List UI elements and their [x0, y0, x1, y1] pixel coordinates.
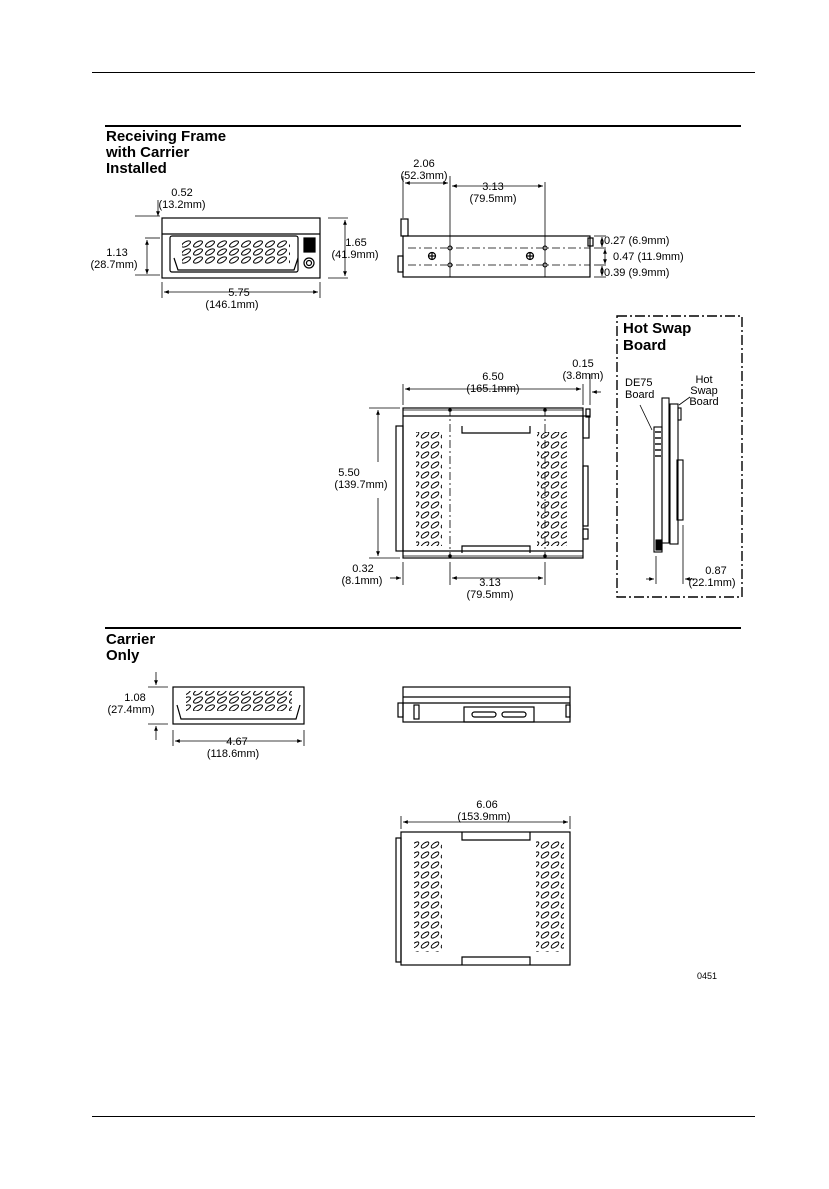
- footer-rule: [92, 1116, 755, 1117]
- dim-side-top-to-hole: 0.27 (6.9mm): [604, 235, 669, 247]
- dim-top-edge-to-hole: 0.32: [352, 563, 373, 575]
- dim-side-hole-spacing: 3.13: [482, 181, 503, 193]
- dim-carrier-height-mm: (27.4mm): [107, 704, 154, 716]
- frame-side-dimensions: [402, 176, 607, 278]
- carrier-top-view: [395, 831, 571, 966]
- dim-hot-swap-offset: 0.87: [705, 565, 726, 577]
- title-line: Receiving Frame: [106, 128, 227, 145]
- carrier-side-view: [397, 686, 571, 723]
- hot-swap-box: [616, 315, 743, 598]
- dim-top-depth: 6.50: [482, 371, 503, 383]
- dim-carrier-height: 1.08: [124, 692, 145, 704]
- dim-top-lip-mm: (3.8mm): [563, 370, 604, 382]
- dim-top-lip: 0.15: [572, 358, 593, 370]
- dim-side-front-to-hole: 2.06: [413, 158, 434, 170]
- carrier-front-dimensions: [148, 672, 305, 746]
- hot-swap-board-label-2: Swap: [690, 385, 718, 397]
- dim-side-front-to-hole-mm: (52.3mm): [400, 170, 447, 182]
- dim-hot-swap-offset-mm: (22.1mm): [688, 577, 735, 589]
- carrier-top-dimensions: [400, 816, 571, 829]
- title-line: Installed: [106, 160, 167, 177]
- hot-swap-board-label: Hot: [695, 374, 712, 386]
- section-rule-frame: [105, 125, 741, 127]
- dim-front-width: 5.75: [228, 287, 249, 299]
- hot-swap-dimensions: [646, 525, 694, 584]
- figure-number: 0451: [697, 971, 718, 981]
- hot-swap-title: Hot Swap: [623, 320, 691, 337]
- section-rule-carrier: [105, 627, 741, 629]
- dim-top-hole-spacing-mm: (79.5mm): [466, 589, 513, 601]
- dim-top-edge-to-hole-mm: (8.1mm): [342, 575, 383, 587]
- title-line: Only: [106, 647, 140, 664]
- dim-carrier-depth-mm: (153.9mm): [457, 811, 510, 823]
- dim-side-hole-spacing-mm: (79.5mm): [469, 193, 516, 205]
- dim-side-hole-to-hole: 0.47 (11.9mm): [613, 251, 684, 263]
- dim-front-top-offset-mm: (13.2mm): [158, 199, 205, 211]
- header-rule: [92, 72, 755, 73]
- dim-front-height-inner-mm: (28.7mm): [90, 259, 137, 271]
- frame-front-view: [161, 217, 321, 279]
- dim-side-hole-to-bottom: 0.39 (9.9mm): [604, 267, 669, 279]
- dim-front-top-offset: 0.52: [171, 187, 192, 199]
- dim-front-height-inner: 1.13: [106, 247, 127, 259]
- de75-board-label-2: Board: [625, 389, 654, 401]
- dim-carrier-width-mm: (118.6mm): [207, 748, 259, 760]
- dim-carrier-depth: 6.06: [476, 799, 497, 811]
- dim-front-height-outer-mm: (41.9mm): [331, 249, 378, 261]
- title-line: with Carrier: [106, 144, 190, 161]
- frame-top-view: [395, 407, 591, 559]
- frame-side-view: [397, 218, 594, 278]
- dim-top-width: 5.50: [338, 467, 359, 479]
- section-title-carrier: Carrier Only: [106, 632, 155, 664]
- hot-swap-board-label-3: Board: [689, 396, 718, 408]
- frame-front-dimensions: [135, 200, 348, 298]
- dim-front-height-outer: 1.65: [345, 237, 366, 249]
- de75-board-label: DE75: [625, 377, 653, 389]
- dim-front-width-mm: (146.1mm): [205, 299, 258, 311]
- dim-carrier-width: 4.67: [226, 736, 247, 748]
- dim-top-width-mm: (139.7mm): [334, 479, 387, 491]
- section-title-frame: Receiving Frame with Carrier Installed: [106, 129, 226, 177]
- frame-top-dimensions: [369, 374, 601, 585]
- dim-top-hole-spacing: 3.13: [479, 577, 500, 589]
- hot-swap-board-drawing: [639, 396, 691, 553]
- dim-top-depth-mm: (165.1mm): [466, 383, 519, 395]
- title-line: Carrier: [106, 631, 156, 648]
- hot-swap-title-2: Board: [623, 337, 666, 354]
- carrier-front-view: [172, 686, 305, 725]
